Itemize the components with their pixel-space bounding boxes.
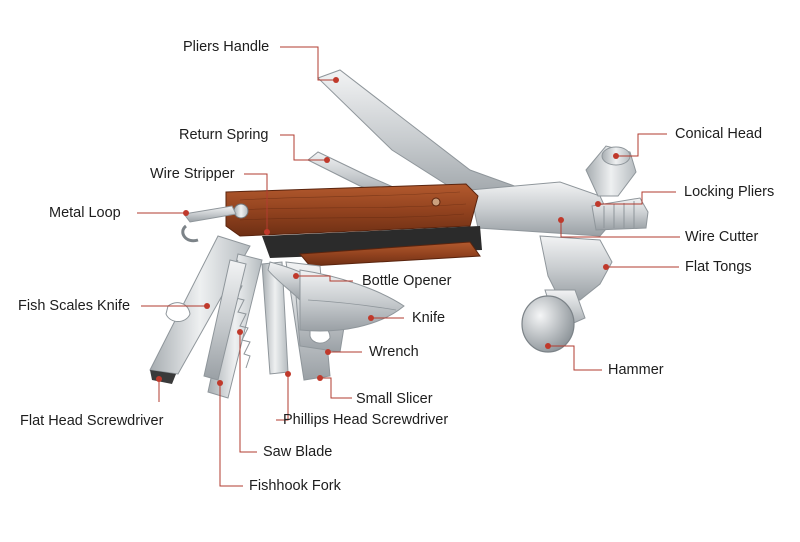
leader-hammer bbox=[548, 345, 602, 371]
label-small-slicer: Small Slicer bbox=[356, 391, 433, 407]
label-pliers-handle: Pliers Handle bbox=[183, 39, 270, 55]
dot-flat-tongs bbox=[603, 264, 609, 270]
dot-wire-stripper bbox=[264, 229, 270, 235]
leader-fishhook bbox=[219, 383, 243, 487]
dot-flat-head bbox=[156, 376, 162, 382]
dot-wrench bbox=[325, 349, 331, 355]
dot-locking-pliers bbox=[595, 201, 601, 207]
flat-tongs-part bbox=[539, 235, 613, 301]
label-wire-cutter: Wire Cutter bbox=[685, 229, 759, 245]
leader-dots bbox=[156, 77, 619, 386]
metal-loop-part bbox=[183, 205, 237, 223]
label-phillips-head-screwdriver: Phillips Head Screwdriver bbox=[283, 412, 449, 428]
dot-pliers-handle bbox=[333, 77, 339, 83]
dot-small-slicer bbox=[317, 375, 323, 381]
dot-phillips bbox=[285, 371, 291, 377]
leader-conical-head bbox=[616, 133, 667, 157]
wood-handle-top bbox=[225, 183, 479, 237]
label-locking-pliers: Locking Pliers bbox=[684, 184, 775, 200]
leader-wire-stripper bbox=[244, 173, 268, 232]
label-flat-tongs: Flat Tongs bbox=[685, 259, 752, 275]
leader-locking-pliers bbox=[598, 191, 676, 205]
dot-metal-loop bbox=[183, 210, 189, 216]
dot-fish-scales bbox=[204, 303, 210, 309]
label-metal-loop: Metal Loop bbox=[49, 205, 121, 221]
label-saw-blade: Saw Blade bbox=[263, 444, 333, 460]
leader-wire-cutter bbox=[560, 220, 680, 238]
leader-saw-blade bbox=[239, 332, 257, 453]
leader-pliers-handle bbox=[280, 46, 336, 81]
knife-part bbox=[299, 269, 405, 332]
dot-saw-blade bbox=[237, 329, 243, 335]
label-fish-scales-knife: Fish Scales Knife bbox=[18, 298, 131, 314]
dot-wire-cutter bbox=[558, 217, 564, 223]
dot-return-spring bbox=[324, 157, 330, 163]
hammer-part bbox=[521, 295, 575, 353]
label-fishhook-fork: Fishhook Fork bbox=[249, 478, 341, 494]
leader-phillips bbox=[276, 374, 289, 421]
dot-fishhook bbox=[217, 380, 223, 386]
leader-return-spring bbox=[280, 134, 327, 161]
label-flat-head-screwdriver: Flat Head Screwdriver bbox=[20, 413, 164, 429]
dot-conical-head bbox=[613, 153, 619, 159]
dot-knife bbox=[368, 315, 374, 321]
label-bottle-opener: Bottle Opener bbox=[362, 273, 452, 289]
dot-bottle-opener bbox=[293, 273, 299, 279]
wood-handle-bottom bbox=[298, 241, 481, 267]
dot-hammer bbox=[545, 343, 551, 349]
label-hammer: Hammer bbox=[608, 362, 664, 378]
flat-head-screwdriver-part bbox=[149, 235, 251, 375]
label-wrench: Wrench bbox=[369, 344, 419, 360]
label-return-spring: Return Spring bbox=[179, 127, 269, 143]
label-wire-stripper: Wire Stripper bbox=[150, 166, 235, 182]
leader-small-slicer bbox=[320, 377, 352, 399]
label-knife: Knife bbox=[412, 310, 446, 326]
label-conical-head: Conical Head bbox=[675, 126, 763, 142]
leader-bottle-opener bbox=[296, 275, 353, 282]
fishhook-fork-part bbox=[203, 259, 247, 381]
